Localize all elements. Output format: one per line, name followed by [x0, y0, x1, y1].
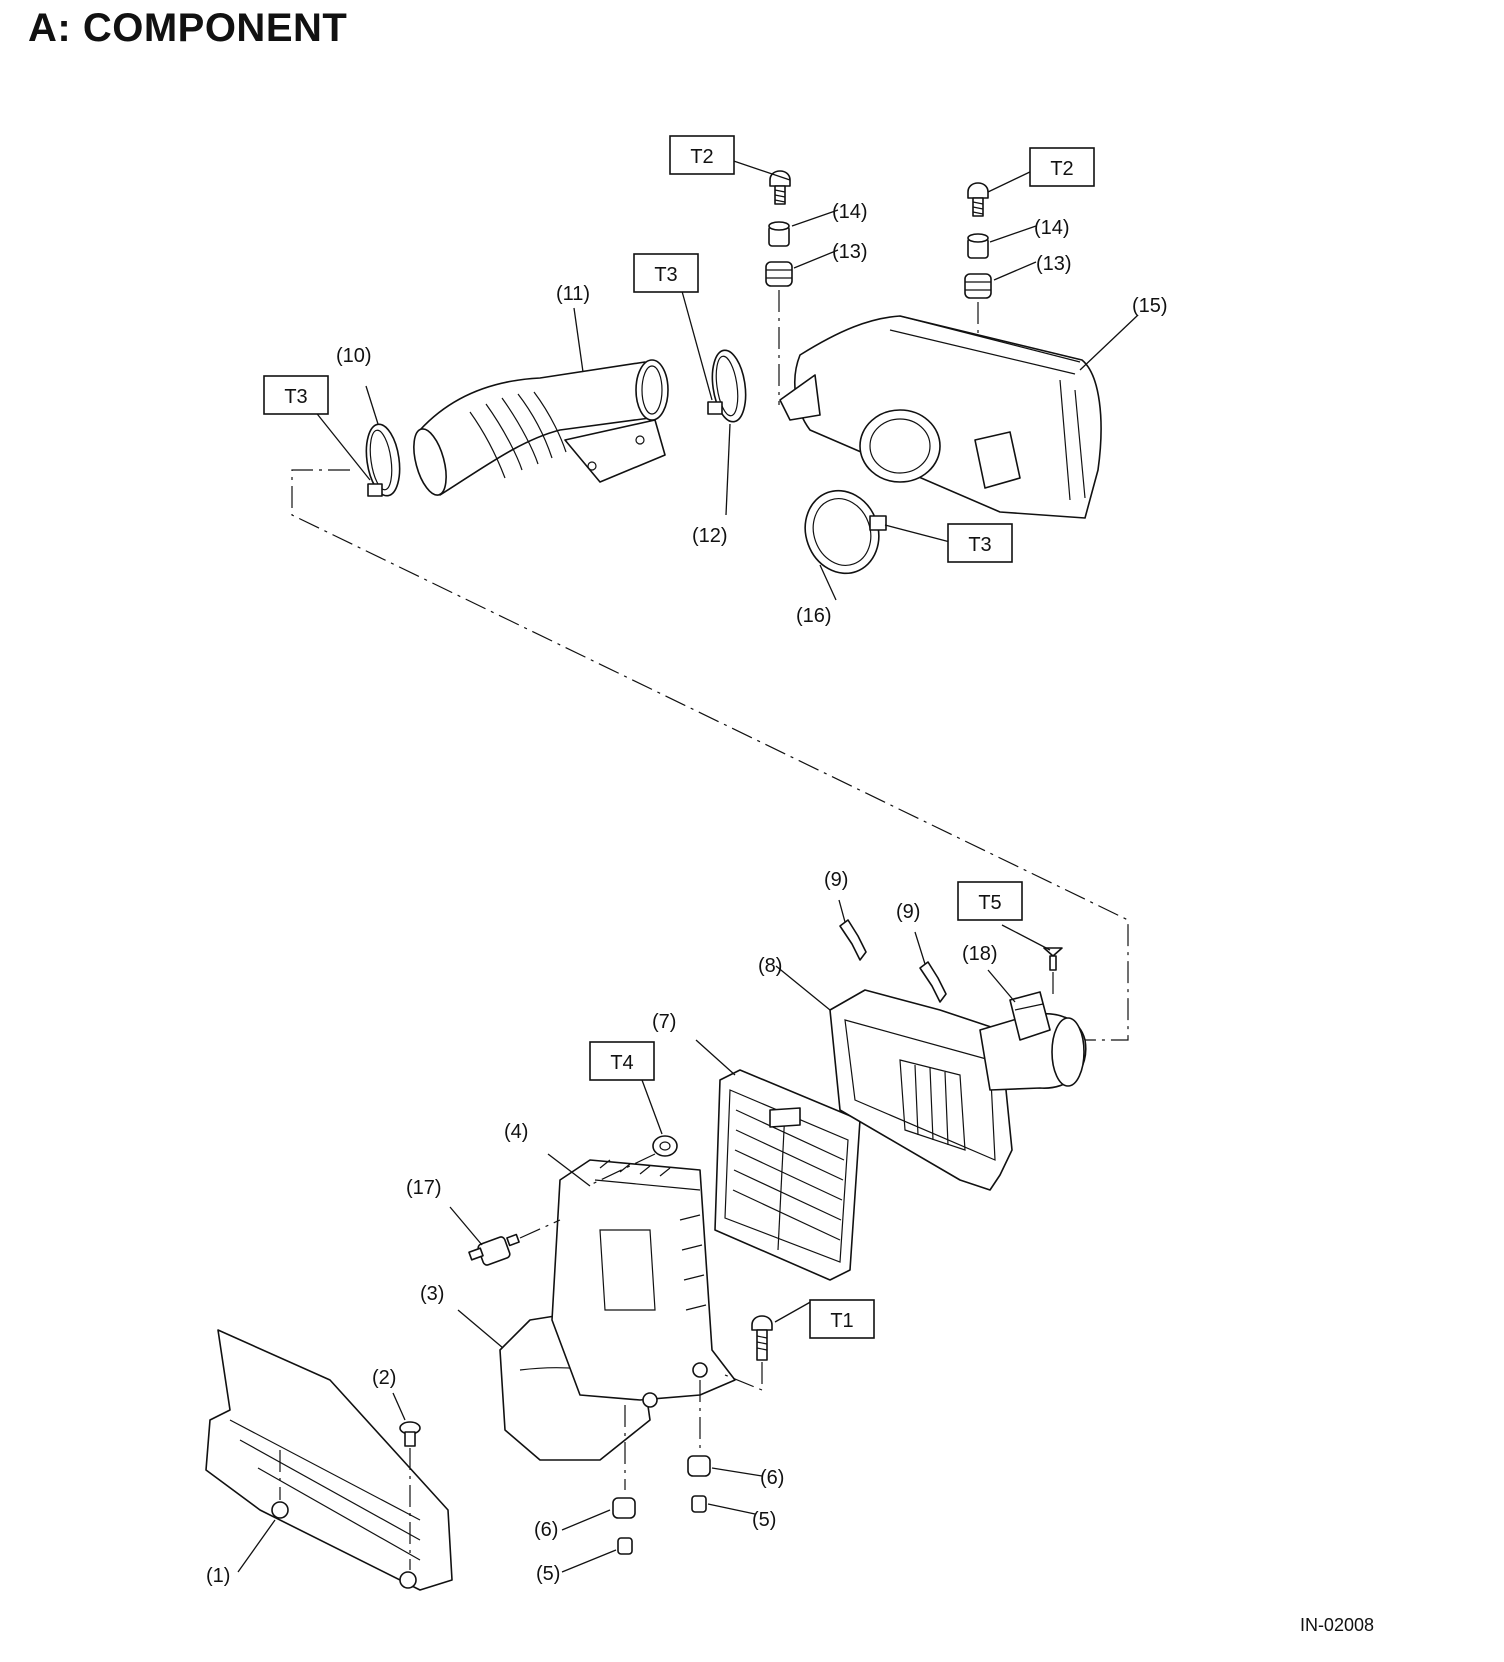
part-label-4: (4)	[504, 1121, 528, 1143]
page-title: A: COMPONENT	[28, 6, 348, 50]
assembly-line	[291, 469, 1129, 1041]
duct-cover-1	[205, 1329, 453, 1591]
guide-line-t1	[724, 1362, 763, 1391]
clamp-12	[707, 349, 747, 423]
part-label-13-left: (13)	[832, 241, 868, 263]
grommet-13-left	[765, 261, 793, 287]
screw-t5	[1043, 947, 1063, 971]
part-label-6-right: (6)	[760, 1467, 784, 1489]
svg-text:T3: T3	[968, 534, 991, 556]
part-label-9-right: (9)	[896, 901, 920, 923]
svg-text:T1: T1	[830, 1310, 853, 1332]
torque-box-t1: T1	[809, 1299, 875, 1339]
part-label-5-right: (5)	[752, 1509, 776, 1531]
spacer-14-right	[967, 233, 989, 259]
clip-9-right	[919, 961, 947, 1003]
part-label-17: (17)	[406, 1177, 442, 1199]
nut-t4	[652, 1135, 678, 1157]
clamp-10	[365, 423, 401, 497]
part-label-1: (1)	[206, 1565, 230, 1587]
bracket-18	[1009, 991, 1051, 1041]
svg-text:T3: T3	[654, 264, 677, 286]
air-cleaner-element-7	[714, 1069, 861, 1281]
clip-9-left	[839, 919, 867, 961]
bolt-t1	[751, 1315, 773, 1361]
figure-code: IN-02008	[1299, 1615, 1374, 1635]
torque-box-t3-right: T3	[947, 523, 1013, 563]
sensor-17	[468, 1233, 520, 1266]
part-label-3: (3)	[420, 1283, 444, 1305]
spacer-5-right	[691, 1495, 707, 1513]
svg-text:T3: T3	[284, 386, 307, 408]
grommet-13-right	[964, 273, 992, 299]
part-label-7: (7)	[652, 1011, 676, 1033]
clip-2	[399, 1421, 421, 1447]
part-label-14-left: (14)	[832, 201, 868, 223]
part-label-10: (10)	[336, 345, 372, 367]
svg-text:T2: T2	[1050, 158, 1073, 180]
part-label-18: (18)	[962, 943, 998, 965]
spacer-5-left	[617, 1537, 633, 1555]
guide-line-t4	[589, 1153, 656, 1186]
torque-box-t2-right: T2	[1029, 147, 1095, 187]
torque-box-t3-duct: T3	[633, 253, 699, 293]
grommet-6-left	[612, 1497, 636, 1519]
svg-text:T5: T5	[978, 892, 1001, 914]
torque-box-t5: T5	[957, 881, 1023, 921]
part-label-8: (8)	[758, 955, 782, 977]
part-label-13-right: (13)	[1036, 253, 1072, 275]
part-label-6-left: (6)	[534, 1519, 558, 1541]
air-cleaner-case-upper-4	[551, 1159, 736, 1408]
part-label-2: (2)	[372, 1367, 396, 1389]
part-label-12: (12)	[692, 525, 728, 547]
part-label-11: (11)	[556, 283, 590, 305]
grommet-6-right	[687, 1455, 711, 1477]
guide-line-sensor	[519, 1219, 561, 1239]
leader-lines	[237, 154, 1139, 1573]
torque-box-t3-left: T3	[263, 375, 329, 415]
part-label-14-right: (14)	[1034, 217, 1070, 239]
svg-text:T4: T4	[610, 1052, 633, 1074]
air-cleaner-case-8	[829, 989, 1087, 1191]
part-label-9-left: (9)	[824, 869, 848, 891]
torque-box-t4: T4	[589, 1041, 655, 1081]
spacer-14-left	[768, 221, 790, 247]
bolt-t2-right	[967, 182, 989, 217]
air-intake-duct-11	[413, 359, 669, 496]
part-label-5-left: (5)	[536, 1563, 560, 1585]
clamp-16	[804, 489, 887, 575]
resonator-chamber-15	[779, 315, 1102, 519]
part-label-16: (16)	[796, 605, 832, 627]
svg-text:T2: T2	[690, 146, 713, 168]
part-label-15: (15)	[1132, 295, 1168, 317]
torque-box-t2-left: T2	[669, 135, 735, 175]
